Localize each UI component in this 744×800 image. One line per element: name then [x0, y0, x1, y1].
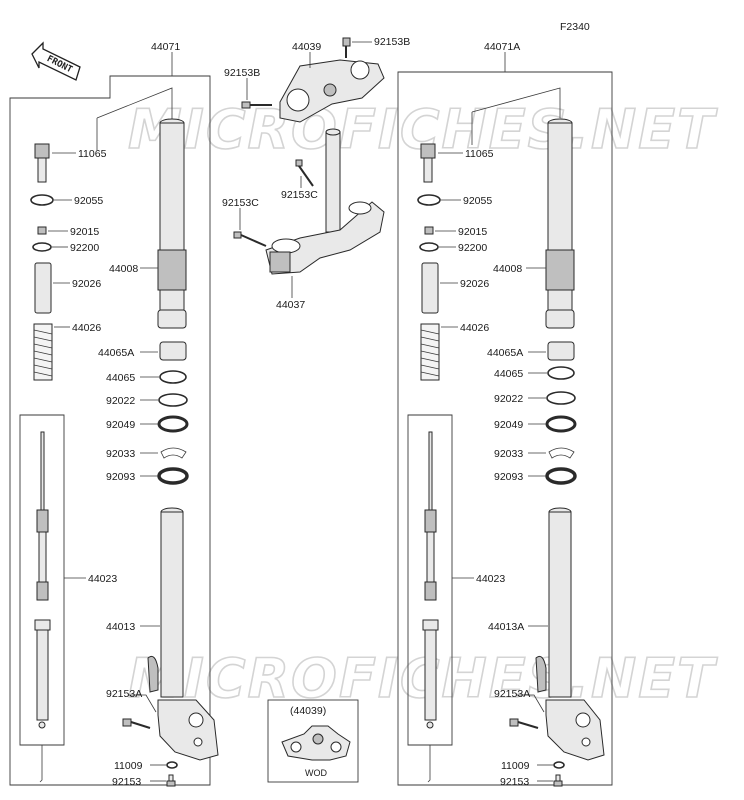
nut-icon [424, 226, 434, 235]
oil-seal-icon [157, 415, 189, 433]
label-92033-right: 92033 [494, 448, 523, 460]
label-44013A-right: 44013A [488, 621, 524, 633]
assembly-label-right: 44071A [484, 41, 520, 53]
label-44023-right: 44023 [476, 573, 505, 585]
label-92153-left: 92153 [112, 776, 141, 788]
label-92049-left: 92049 [106, 419, 135, 431]
label-92015-right: 92015 [458, 226, 487, 238]
bushing-a-icon [547, 341, 575, 361]
label-44039: 44039 [292, 41, 321, 53]
spring-icon [33, 323, 53, 381]
inset-box [267, 699, 359, 783]
label-92200-right: 92200 [458, 242, 487, 254]
triple-clamp-group: 44039 92153B 92153B 44037 92153C 92153C [222, 36, 410, 783]
washer-icon [32, 242, 52, 252]
label-92093-left: 92093 [106, 471, 135, 483]
label-11009-right: 11009 [501, 760, 530, 772]
circlip-icon [160, 447, 187, 459]
label-44008-left: 44008 [109, 263, 138, 275]
steering-stem-icon [325, 131, 341, 233]
lower-bracket-icon [265, 201, 385, 275]
watermark-bottom: MICROFICHES.NET [128, 647, 718, 710]
figure-code: F2340 [560, 21, 590, 33]
fork-cap-icon [420, 143, 436, 183]
label-44065A-left: 44065A [98, 347, 134, 359]
right-fork-assembly: 44071A 11065 92055 92015 92200 92026 440… [397, 41, 613, 788]
bushing-icon [159, 370, 187, 384]
o-ring-icon [417, 194, 441, 206]
bolt-c-lower-icon [233, 231, 242, 239]
inner-tube-icon [147, 507, 219, 761]
left-fork-assembly: 44071 11065 92055 92015 92200 92026 [9, 41, 219, 788]
label-92153B-side: 92153B [224, 67, 260, 79]
label-44008-right: 44008 [493, 263, 522, 275]
bolt-icon [166, 774, 176, 787]
label-11065-right: 11065 [465, 148, 494, 160]
collar-icon [34, 262, 52, 314]
dust-seal-icon [545, 467, 577, 485]
bolt-b-top-icon [342, 37, 351, 47]
label-92015-left: 92015 [70, 226, 99, 238]
label-11009-left: 11009 [114, 760, 143, 772]
damper-rod-icon [34, 431, 51, 729]
label-92026-right: 92026 [460, 278, 489, 290]
upper-bracket-icon [279, 59, 385, 123]
label-44026-right: 44026 [460, 322, 489, 334]
bushing-icon [547, 366, 575, 380]
washer-large-icon [158, 393, 188, 407]
gasket-icon [166, 761, 178, 769]
spring-icon [420, 323, 440, 381]
gasket-icon [553, 761, 565, 769]
dust-seal-icon [157, 467, 189, 485]
bolt-b-side-icon [241, 101, 251, 109]
bolt-c-upper-icon [295, 159, 303, 167]
inner-tube-icon [535, 507, 605, 761]
label-92055-right: 92055 [463, 195, 492, 207]
outer-tube-icon [157, 118, 187, 329]
label-92153A-right: 92153A [494, 688, 530, 700]
label-92022-left: 92022 [106, 395, 135, 407]
label-44013-left: 44013 [106, 621, 135, 633]
label-92200-left: 92200 [70, 242, 99, 254]
label-92153A-left: 92153A [106, 688, 142, 700]
damper-rod-icon [422, 431, 439, 729]
assembly-label-left: 44071 [151, 41, 180, 53]
bolt-a-icon [509, 718, 539, 729]
washer-icon [419, 242, 439, 252]
label-92055-left: 92055 [74, 195, 103, 207]
inset-caption: WOD [305, 768, 327, 778]
label-92026-left: 92026 [72, 278, 101, 290]
bushing-a-icon [159, 341, 187, 361]
oil-seal-icon [545, 415, 577, 433]
fork-cap-icon [34, 143, 50, 183]
label-92022-right: 92022 [494, 393, 523, 405]
label-44065A-right: 44065A [487, 347, 523, 359]
label-92093-right: 92093 [494, 471, 523, 483]
upper-bracket-variant-icon [281, 725, 351, 761]
collar-icon [421, 262, 439, 314]
label-44026-left: 44026 [72, 322, 101, 334]
bolt-icon [553, 774, 563, 787]
label-44023-left: 44023 [88, 573, 117, 585]
label-92153B-top: 92153B [374, 36, 410, 48]
label-44037: 44037 [276, 299, 305, 311]
bolt-a-icon [122, 718, 151, 729]
outer-tube-icon [545, 118, 575, 329]
label-92049-right: 92049 [494, 419, 523, 431]
label-92153-right: 92153 [500, 776, 529, 788]
label-92033-left: 92033 [106, 448, 135, 460]
nut-icon [37, 226, 47, 235]
circlip-icon [548, 447, 575, 459]
washer-large-icon [546, 391, 576, 405]
inset-title: (44039) [290, 705, 326, 717]
label-92153C-left: 92153C [222, 197, 259, 209]
label-44065-right: 44065 [494, 368, 523, 380]
label-92153C-center: 92153C [281, 189, 318, 201]
label-11065-left: 11065 [78, 148, 107, 160]
o-ring-icon [30, 194, 54, 206]
label-44065-left: 44065 [106, 372, 135, 384]
front-arrow-icon: FRONT [31, 41, 81, 81]
